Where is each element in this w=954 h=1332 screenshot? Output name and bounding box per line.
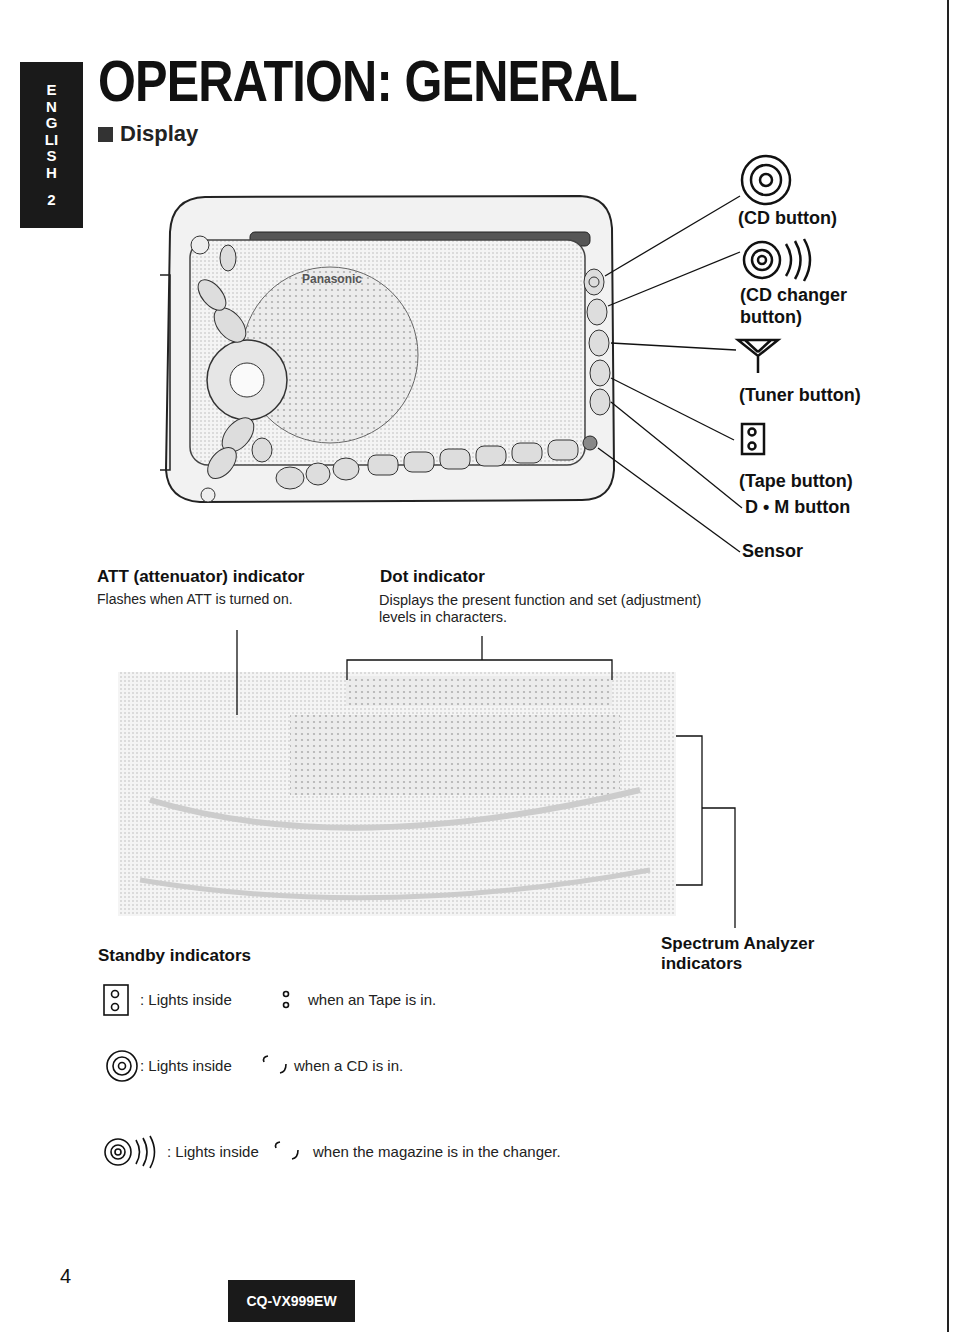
label-text: Panasonic bbox=[302, 272, 362, 286]
label-text: Sensor bbox=[742, 541, 942, 563]
label-text: : Lights inside bbox=[140, 991, 232, 1009]
label-text: : Lights inside bbox=[167, 1143, 259, 1161]
language-tab: ENGLISH 2 bbox=[20, 62, 83, 228]
label-text: when an Tape is in. bbox=[308, 991, 436, 1009]
label-text: Dot indicator bbox=[380, 567, 680, 587]
model-badge: CQ-VX999EW bbox=[228, 1280, 355, 1322]
label-text: 4 bbox=[60, 1264, 71, 1288]
brackets bbox=[237, 630, 735, 928]
leader-lines bbox=[598, 196, 742, 552]
label-text: (CD button) bbox=[738, 208, 948, 230]
label-text: D • M button bbox=[745, 497, 945, 519]
standby-icons bbox=[104, 985, 298, 1168]
node-text: CQ-VX999EW bbox=[240, 1293, 342, 1309]
label-text: (Tape button) bbox=[739, 471, 949, 493]
label-text: (Tuner button) bbox=[739, 385, 949, 407]
car-stereo-illustration bbox=[160, 196, 614, 502]
label-text: ATT (attenuator) indicator bbox=[97, 567, 377, 587]
label-text: Display bbox=[120, 121, 198, 147]
page-title: OPERATION: GENERAL bbox=[98, 46, 637, 116]
label-text: Spectrum Analyzer indicators bbox=[661, 934, 861, 975]
node-text: 2 bbox=[47, 191, 55, 208]
label-text: : Lights inside bbox=[140, 1057, 232, 1075]
display-screen bbox=[118, 672, 676, 916]
node-text: ENGLISH bbox=[44, 82, 59, 181]
label-text: when the magazine is in the changer. bbox=[313, 1143, 561, 1161]
label-text: Standby indicators bbox=[98, 946, 358, 966]
label-text: Displays the present function and set (a… bbox=[379, 592, 704, 627]
label-text: when a CD is in. bbox=[294, 1057, 403, 1075]
label-text: (CD changer button) bbox=[740, 285, 868, 328]
label-text: Flashes when ATT is turned on. bbox=[97, 591, 377, 608]
